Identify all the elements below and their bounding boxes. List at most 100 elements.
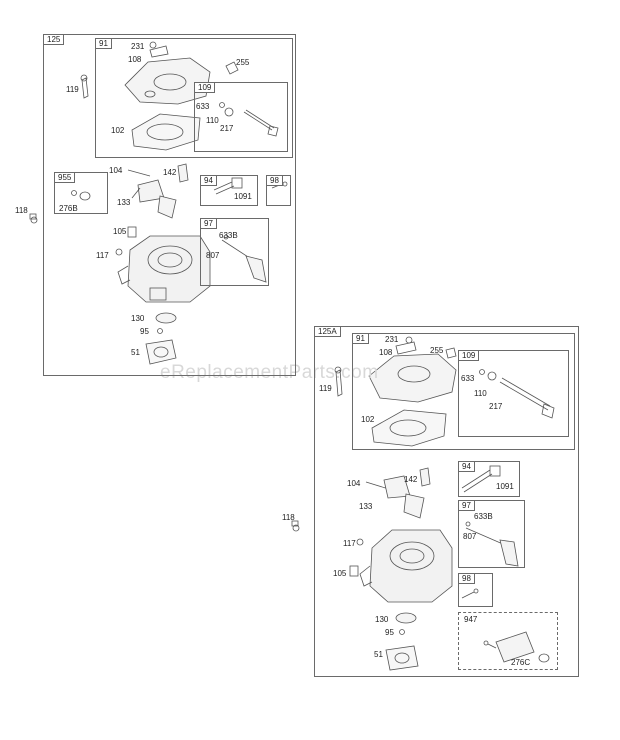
label-117-a: 117 <box>343 539 356 548</box>
label-110: 110 <box>206 116 219 125</box>
label-130: 130 <box>131 314 145 323</box>
label-1091: 1091 <box>234 192 252 201</box>
sub-91a-frame <box>352 333 575 450</box>
label-119-a: 119 <box>319 384 332 393</box>
sub-109-tag: 109 <box>194 82 216 93</box>
sub-94-frame <box>200 175 258 206</box>
label-102: 102 <box>111 126 125 135</box>
sub-98-tag: 98 <box>266 175 283 186</box>
label-118-mid: 118 <box>282 513 295 522</box>
bolt-118-left <box>30 216 38 224</box>
label-102-a: 102 <box>361 415 375 424</box>
label-217: 217 <box>220 124 234 133</box>
label-130-a: 130 <box>375 615 389 624</box>
sub-98a-tag: 98 <box>458 573 475 584</box>
sub-947-tag: 947 <box>461 615 481 626</box>
sub-91a-tag: 91 <box>352 333 369 344</box>
sub-955-frame <box>54 172 108 214</box>
sub-109-frame <box>194 82 288 152</box>
label-807-a: 807 <box>463 532 477 541</box>
sub-109a-tag: 109 <box>458 350 480 361</box>
bolt-118-mid <box>292 524 300 532</box>
valve-142 <box>177 163 189 183</box>
needle-valve-217 <box>219 102 279 137</box>
carburetor-top-cover-a <box>368 336 457 403</box>
plug-105 <box>127 226 137 238</box>
label-807: 807 <box>206 251 220 260</box>
ring-95 <box>157 328 163 334</box>
screw-117 <box>115 248 123 256</box>
screw-119-a <box>335 369 343 397</box>
sub-94a-frame <box>458 461 520 497</box>
plug-105-a <box>349 565 359 577</box>
sub-955-tag: 955 <box>54 172 76 183</box>
label-276b: 276B <box>59 204 78 213</box>
assembly-125a-tag: 125A <box>314 326 341 337</box>
label-117: 117 <box>96 251 109 260</box>
label-104-a: 104 <box>347 479 361 488</box>
sub-97a-frame <box>458 500 525 568</box>
valve-142-a <box>419 467 431 487</box>
screw-1091 <box>213 177 243 195</box>
label-118-left: 118 <box>15 206 28 215</box>
spring-98-a <box>461 591 475 599</box>
carburetor-body <box>117 235 211 303</box>
gasket-102-a <box>371 409 447 447</box>
label-133-a: 133 <box>359 502 373 511</box>
label-105: 105 <box>113 227 127 236</box>
label-142: 142 <box>163 168 177 177</box>
float-133 <box>131 179 177 219</box>
label-108: 108 <box>128 55 142 64</box>
gasket-102 <box>131 113 201 151</box>
float-133-a <box>383 475 425 519</box>
nozzle-255-a <box>445 347 457 359</box>
sub-109a-frame <box>458 350 569 437</box>
label-104: 104 <box>109 166 123 175</box>
screw-117-a <box>356 538 364 546</box>
solenoid-276c <box>483 631 550 663</box>
label-633-a: 633 <box>461 374 475 383</box>
assembly-125-tag: 125 <box>43 34 65 45</box>
sub-97-tag: 97 <box>200 218 217 229</box>
label-105-a: 105 <box>333 569 347 578</box>
sub-97-frame <box>200 218 269 286</box>
nozzle-255 <box>225 61 239 75</box>
label-95: 95 <box>140 327 149 336</box>
label-255: 255 <box>236 58 250 67</box>
sub-94a-tag: 94 <box>458 461 475 472</box>
label-633b-a: 633B <box>474 512 493 521</box>
fitting-276b <box>71 190 91 201</box>
label-633b: 633B <box>219 231 238 240</box>
carburetor-body-a <box>359 529 453 603</box>
label-119: 119 <box>66 85 79 94</box>
gasket-51 <box>145 339 177 365</box>
sub-91-frame <box>95 38 293 158</box>
sub-947-frame <box>458 612 558 670</box>
label-1091-a: 1091 <box>496 482 514 491</box>
gasket-51-a <box>385 645 419 671</box>
label-133: 133 <box>117 198 131 207</box>
label-51-a: 51 <box>374 650 383 659</box>
screw-1091-a <box>461 465 501 493</box>
sub-91-tag: 91 <box>95 38 112 49</box>
label-142-a: 142 <box>404 475 418 484</box>
pin-104 <box>127 169 151 177</box>
throttle-shaft-807 <box>221 234 267 283</box>
label-633: 633 <box>196 102 210 111</box>
assembly-125a-frame <box>314 326 579 677</box>
washer-130-a <box>395 612 417 624</box>
label-231: 231 <box>131 42 145 51</box>
sub-94-tag: 94 <box>200 175 217 186</box>
label-231-a: 231 <box>385 335 399 344</box>
watermark: eReplacementParts.com <box>160 362 379 383</box>
label-108-a: 108 <box>379 348 393 357</box>
label-276c: 276C <box>511 658 531 667</box>
sub-98a-frame <box>458 573 493 607</box>
screw-119 <box>81 77 89 99</box>
label-95-a: 95 <box>385 628 394 637</box>
label-255-a: 255 <box>430 346 444 355</box>
assembly-125-frame <box>43 34 296 376</box>
throttle-shaft-807-a <box>465 521 519 567</box>
sub-97a-tag: 97 <box>458 500 475 511</box>
